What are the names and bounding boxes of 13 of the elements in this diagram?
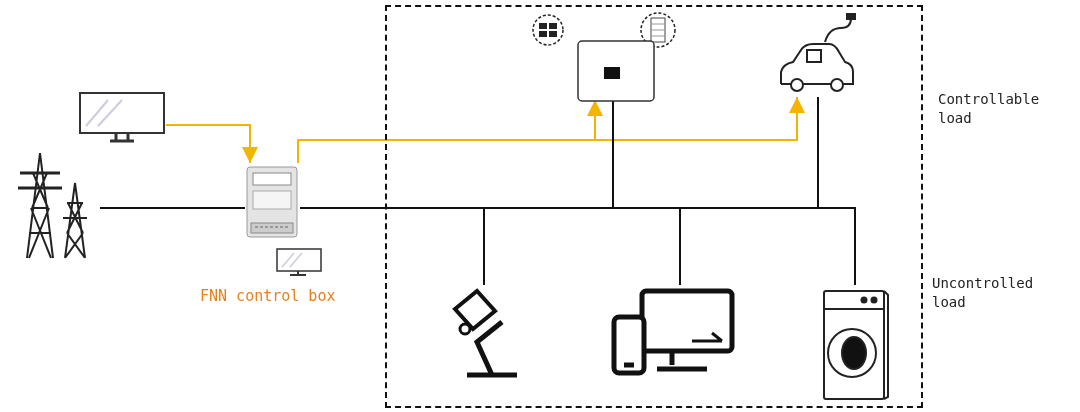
arrow <box>165 124 258 164</box>
dashed-boundary <box>385 5 923 408</box>
connector-line <box>99 207 246 209</box>
connector-line <box>299 207 856 286</box>
arrow <box>297 96 805 164</box>
inverter-icon <box>577 40 655 102</box>
load-category-label: Uncontrolled load <box>932 274 1035 312</box>
computer-and-phone-icon <box>612 287 737 377</box>
device-caption: FNN control box <box>200 287 336 306</box>
load-category-label: Controllable load <box>938 90 1041 128</box>
display-icon <box>276 248 322 276</box>
washing-machine-icon <box>820 287 890 402</box>
solar-panel-icon <box>532 14 564 46</box>
